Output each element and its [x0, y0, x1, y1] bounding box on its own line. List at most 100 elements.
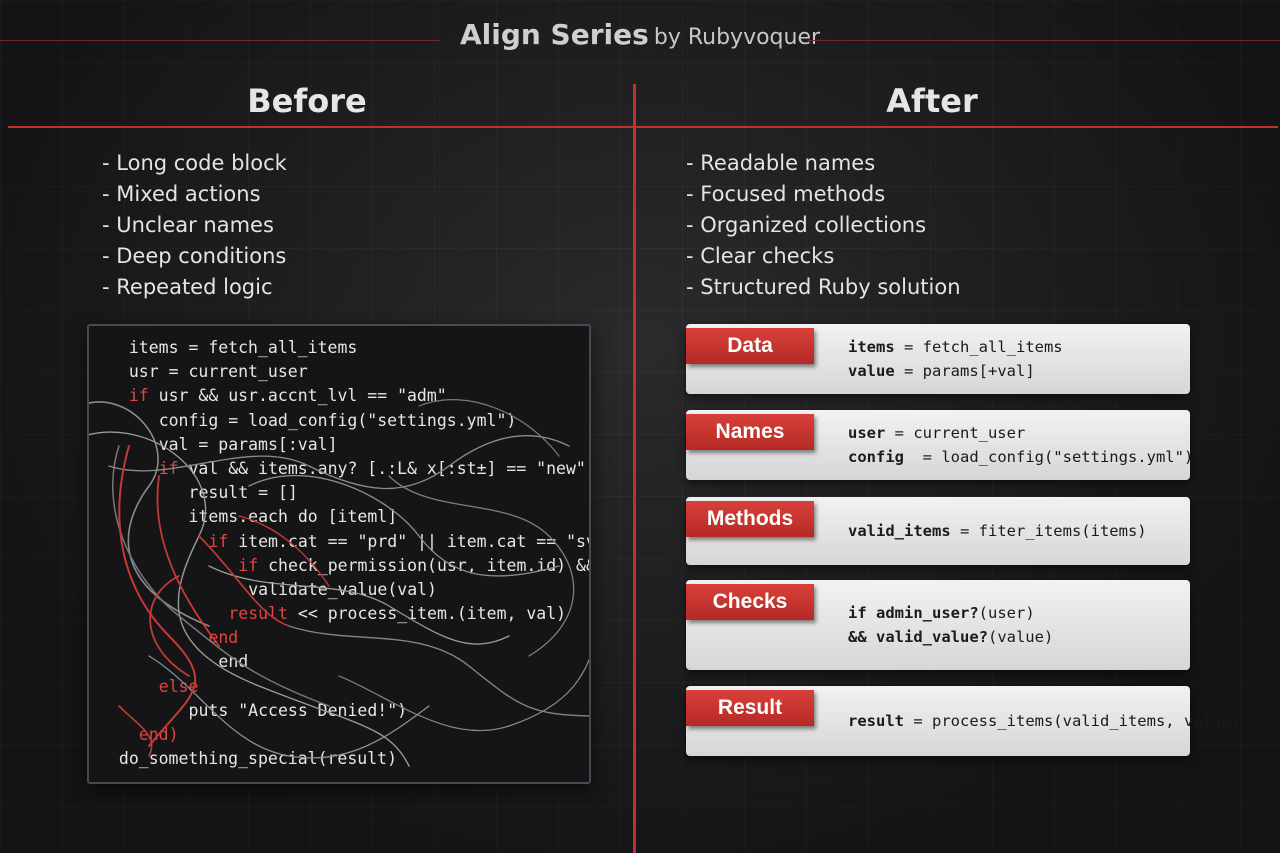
card-code: result = process_items(valid_items, valu… — [848, 709, 1240, 733]
code-line: end) — [89, 723, 589, 747]
code-text: << process_item.(item, val) — [287, 604, 567, 624]
code-text: item.cat == "prd" || item.cat == "svc" — [228, 531, 591, 551]
card-code-identifier: valid_items — [848, 522, 951, 540]
card-code-identifier: value — [848, 362, 895, 380]
code-text: check_permission(usr, item.id) && — [258, 555, 591, 575]
code-text: end — [208, 628, 239, 648]
code-text: end) — [138, 725, 179, 744]
code-text: usr = current_user — [128, 362, 308, 382]
series-title-main: Align Series — [459, 18, 649, 51]
card-code-line: items = fetch_all_items — [848, 335, 1063, 359]
code-line: config = load_config("settings.yml") — [89, 409, 589, 433]
card-label: Data — [686, 328, 814, 364]
before-bullet: Deep conditions — [102, 241, 287, 272]
title-rule-left — [0, 40, 440, 41]
card-label: Names — [686, 414, 814, 450]
code-text: config = load_config("settings.yml") — [158, 410, 517, 430]
card-code-expression: = params[+val] — [894, 362, 1035, 380]
card-code-line: && valid_value?(value) — [848, 625, 1053, 649]
after-bullet: Structured Ruby solution — [686, 272, 960, 303]
after-bullet: Clear checks — [686, 241, 961, 272]
card-code-line: result = process_items(valid_items, valu… — [848, 709, 1240, 733]
code-keyword: result — [228, 604, 288, 624]
before-bullet: Mixed actions — [102, 179, 287, 210]
code-line: usr = current_user — [89, 360, 589, 384]
code-line: items = fetch_all_items — [89, 336, 589, 360]
card-label: Checks — [686, 584, 814, 620]
code-text: validate_value(val) — [248, 579, 437, 599]
code-line: if item.cat == "prd" || item.cat == "svc… — [89, 530, 589, 554]
card-code-expression: (value) — [987, 628, 1054, 646]
code-line: end — [89, 626, 589, 650]
card-result: Result result = process_items(valid_items… — [686, 686, 1240, 756]
code-text: val = params[:val] — [158, 434, 338, 454]
before-bullet: Repeated logic — [102, 272, 287, 303]
code-keyword: if — [128, 386, 149, 406]
code-text: do_something_special(result) — [118, 749, 398, 769]
card-code-identifier: result — [848, 712, 904, 730]
code-keyword: if — [208, 531, 229, 551]
card-code-line: user = current_user — [848, 421, 1193, 445]
series-title: Align Series by Rubyvoquer — [0, 18, 1280, 51]
card-code-identifier: config — [848, 448, 904, 466]
card-label: Result — [686, 690, 814, 726]
after-bullet: Organized collections — [686, 210, 961, 241]
code-text: items = fetch_all_items — [128, 338, 358, 357]
card-code: if admin_user?(user)&& valid_value?(valu… — [848, 601, 1053, 649]
card-code-expression: = fiter_items(items) — [950, 522, 1147, 540]
before-heading: Before — [247, 82, 367, 120]
code-line: result = [] — [89, 481, 589, 505]
code-keyword: if — [238, 555, 259, 575]
code-line: if check_permission(usr, item.id) && — [89, 554, 589, 578]
code-text: result = [] — [188, 483, 298, 503]
code-line: items.each do [iteml] — [89, 505, 589, 529]
card-code-identifier: && valid_value? — [848, 628, 988, 646]
after-bullet: Focused methods — [686, 179, 961, 210]
code-line: if usr && usr.accnt_lvl == "adm" — [89, 384, 589, 408]
code-text: else — [158, 676, 199, 696]
code-line: validate_value(val) — [89, 578, 589, 602]
card-label: Methods — [686, 501, 814, 537]
code-line: if val && items.any? [.:L& x[:st±] == "n… — [89, 457, 589, 481]
card-code-expression: (user) — [978, 604, 1035, 622]
card-code: valid_items = fiter_items(items) — [848, 519, 1147, 543]
card-code-expression: = load_config("settings.yml") — [904, 448, 1194, 466]
code-keyword: if — [158, 458, 179, 478]
card-code-line: valid_items = fiter_items(items) — [848, 519, 1147, 543]
code-line: val = params[:val] — [89, 433, 589, 457]
card-code-expression: = fetch_all_items — [894, 338, 1063, 356]
card-code-identifier: items — [848, 338, 895, 356]
code-text: items.each do [iteml] — [188, 507, 398, 527]
before-bullet: Unclear names — [102, 210, 287, 241]
card-code-expression: = process_items(valid_items, value) — [904, 712, 1240, 730]
code-line: result << process_item.(item, val) — [89, 602, 589, 626]
after-bullet: Readable names — [686, 148, 961, 179]
code-text: val && items.any? [.:L& x[:st±] == "new"… — [178, 458, 591, 478]
code-line: end — [89, 650, 589, 674]
after-bullet-list: Readable names Focused methods Organized… — [686, 148, 961, 303]
card-code-expression: = current_user — [885, 424, 1026, 442]
card-code-line: if admin_user?(user) — [848, 601, 1053, 625]
card-code-identifier: user — [848, 424, 886, 442]
vertical-divider — [633, 84, 636, 853]
code-line: else — [89, 675, 589, 699]
before-bullet: Long code block — [102, 148, 287, 179]
horizontal-divider — [8, 126, 1278, 128]
code-text: usr && usr.accnt_lvl == "adm" — [148, 386, 447, 406]
code-text: end — [218, 652, 249, 672]
code-line: puts "Access Denied!") — [89, 699, 589, 723]
card-code-identifier: if admin_user? — [848, 604, 979, 622]
before-bullet-list: Long code block Mixed actions Unclear na… — [102, 148, 287, 303]
after-heading: After — [886, 82, 978, 120]
series-title-byline: by Rubyvoquer — [653, 25, 821, 50]
title-rule-right — [808, 40, 1280, 41]
card-code-line: config = load_config("settings.yml") — [848, 445, 1193, 469]
card-code-line: value = params[+val] — [848, 359, 1063, 383]
